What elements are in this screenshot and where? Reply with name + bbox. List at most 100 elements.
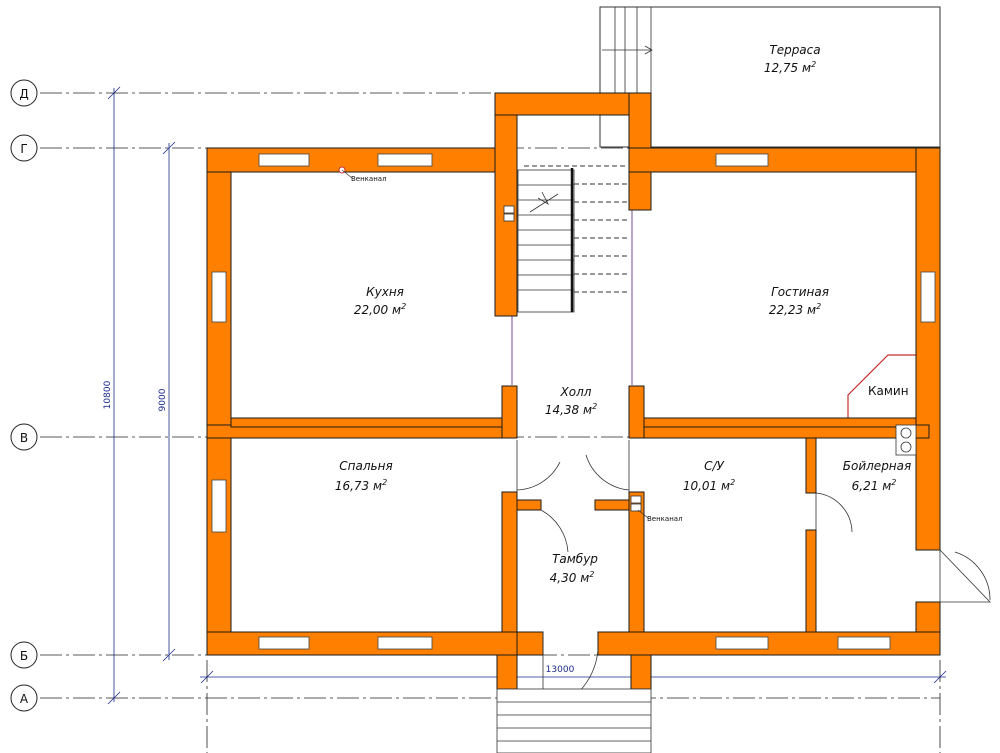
boiler-unit <box>895 424 917 456</box>
axis-circle-a <box>10 684 38 712</box>
window-bottom-2 <box>377 636 433 650</box>
room-name-kitchen: Кухня <box>366 285 404 299</box>
room-name-boiler: Бойлерная <box>843 459 911 473</box>
windows <box>211 153 936 650</box>
room-area-bedroom: 16,73 м2 <box>335 478 387 493</box>
room-area-bathroom: 10,01 м2 <box>683 478 735 493</box>
dimension-lines: 10800 9000 13000 <box>103 86 947 705</box>
porch-outline <box>496 688 652 753</box>
wall-vestibule-left-stub <box>516 499 542 511</box>
wall-kitchen-bottom <box>230 417 503 428</box>
wall-porch-right <box>630 654 652 690</box>
wall-outer-top-left <box>206 147 499 173</box>
dim-total-height-text: 10800 <box>103 380 113 409</box>
room-labels: Терраса 12,75 м2 Кухня 22,00 м2 Гостиная… <box>335 43 911 585</box>
wall-stair-top <box>494 92 652 116</box>
stair-direction-mark <box>537 191 549 206</box>
wall-living-bottom <box>643 417 917 428</box>
axis-circle-b <box>10 641 38 669</box>
fireplace-label: Камин <box>868 384 909 398</box>
window-bottom-3 <box>715 636 769 650</box>
dim-tick <box>107 86 121 100</box>
room-area-terrace: 12,75 м2 <box>764 60 816 75</box>
axis-circle-g <box>10 134 38 162</box>
porch-steps <box>496 688 652 753</box>
door-hall-left <box>516 440 561 492</box>
dim-tick <box>107 691 121 705</box>
axis-markers: Д Г В Б А <box>10 79 38 712</box>
dim-tick <box>200 670 214 684</box>
boiler-burner-icon <box>900 427 912 439</box>
dim-tick <box>162 141 176 155</box>
axis-label-b: Б <box>20 649 28 663</box>
room-area-kitchen: 22,00 м2 <box>354 302 406 317</box>
vent-bath-leader <box>637 509 649 519</box>
room-name-hall: Холл <box>560 385 592 399</box>
room-name-living: Гостиная <box>771 285 829 299</box>
wall-outer-bottom-left <box>206 631 544 656</box>
wall-hall-left <box>501 385 518 439</box>
wall-porch-left <box>496 654 518 690</box>
room-area-living: 22,23 м2 <box>769 302 821 317</box>
dim-tick <box>933 670 947 684</box>
dim-inner-height-text: 9000 <box>158 388 168 411</box>
vent-duct-stair-2 <box>503 213 515 222</box>
door-outside-right-arc <box>954 551 991 601</box>
stair-flight-upper <box>524 165 628 293</box>
dim-tick <box>162 648 176 662</box>
terrace <box>599 6 941 148</box>
door-outside-right <box>939 549 991 603</box>
axis-label-v: В <box>20 431 28 445</box>
window-top-1 <box>258 153 310 167</box>
window-bottom-4 <box>837 636 891 650</box>
door-hall-right <box>585 440 630 492</box>
room-area-boiler: 6,21 м2 <box>852 478 897 493</box>
wall-outer-right <box>915 147 941 551</box>
door-vestibule <box>540 509 569 553</box>
window-left-1 <box>211 271 227 323</box>
wall-outer-left <box>206 147 232 656</box>
vent-ducts: Венканал Венканал <box>338 166 683 523</box>
axis-label-g: Г <box>20 142 27 156</box>
room-area-vestibule: 4,30 м2 <box>550 570 595 585</box>
room-name-bedroom: Спальня <box>339 459 392 473</box>
terrace-outline <box>599 6 941 148</box>
fireplace-outline <box>847 354 916 422</box>
axis-label-d: Д <box>19 87 28 101</box>
vent-kitchen-leader <box>341 169 353 179</box>
wall-hall-right <box>628 385 645 439</box>
dim-total-width-text: 13000 <box>546 665 575 675</box>
wall-vestibule-right <box>628 491 645 633</box>
window-right-1 <box>920 271 936 323</box>
terrace-arrow-head <box>644 45 653 55</box>
stairs <box>511 165 633 385</box>
axis-circle-v <box>10 423 38 451</box>
stair-direction-arrow <box>529 193 559 213</box>
stair-flight-left <box>517 169 575 313</box>
wall-outer-top-right <box>628 147 941 173</box>
vent-duct-stair-1 <box>503 205 515 214</box>
door-boiler <box>815 492 853 533</box>
window-top-3 <box>715 153 769 167</box>
wall-boiler-left-upper <box>805 437 817 494</box>
boiler-burner-icon <box>900 441 912 453</box>
room-area-hall: 14,38 м2 <box>545 402 597 417</box>
room-name-vestibule: Тамбур <box>552 552 598 566</box>
axis-circle-d <box>10 79 38 107</box>
axis-label-a: А <box>20 692 29 706</box>
boiler-equipment <box>895 424 917 456</box>
room-name-terrace: Терраса <box>769 43 820 57</box>
wall-vestibule-left <box>501 491 518 633</box>
window-bottom-1 <box>258 636 310 650</box>
wall-boiler-left-lower <box>805 529 817 633</box>
vent-kitchen-label: Венканал <box>351 175 387 183</box>
window-top-2 <box>377 153 433 167</box>
room-name-bathroom: С/У <box>704 459 724 473</box>
wall-stair-left <box>494 92 518 317</box>
window-left-2 <box>211 479 227 533</box>
vent-duct-bath-2 <box>630 503 642 512</box>
fireplace: Камин <box>847 354 916 422</box>
vent-duct-bath-1 <box>630 495 642 504</box>
wall-vestibule-right-stub <box>594 499 630 511</box>
